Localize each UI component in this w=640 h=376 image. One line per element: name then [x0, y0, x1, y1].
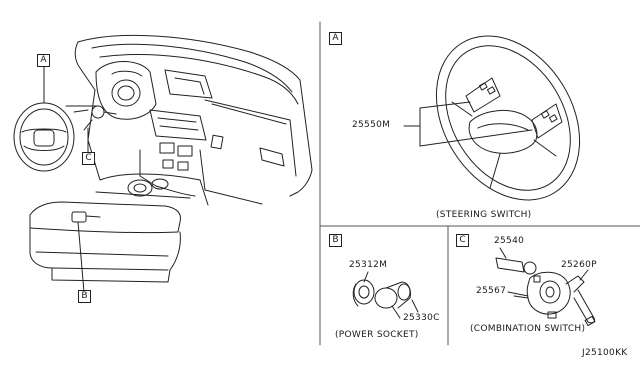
steering-wheel-drawing — [407, 9, 609, 226]
power-socket-drawing — [353, 272, 418, 318]
callout-b: B — [78, 290, 91, 303]
part-number-25567: 25567 — [476, 286, 507, 296]
panel-a-tag: A — [329, 32, 342, 45]
leader-b — [78, 222, 84, 292]
caption-power-socket: (POWER SOCKET) — [335, 330, 419, 340]
caption-steering-switch: (STEERING SWITCH) — [436, 210, 532, 220]
panel-b-tag: B — [329, 234, 342, 247]
mini-combination-switch — [66, 106, 116, 152]
caption-combination-switch: (COMBINATION SWITCH) — [470, 324, 586, 334]
part-number-25260p: 25260P — [561, 260, 597, 270]
part-number-25550m: 25550M — [352, 120, 391, 130]
panel-c-tag: C — [456, 234, 469, 247]
diagram-code: J25100KK — [582, 348, 628, 358]
part-number-25330c: 25330C — [403, 313, 440, 323]
combination-switch-drawing — [496, 248, 595, 326]
leader-25550m — [404, 102, 532, 146]
callout-c: C — [82, 152, 95, 165]
part-number-25540: 25540 — [494, 236, 525, 246]
mini-steering-wheel — [14, 67, 74, 171]
panel-dividers — [320, 22, 640, 345]
callout-a: A — [37, 54, 50, 67]
part-number-25312m: 25312M — [349, 260, 388, 270]
dashboard-illustration — [30, 35, 312, 282]
